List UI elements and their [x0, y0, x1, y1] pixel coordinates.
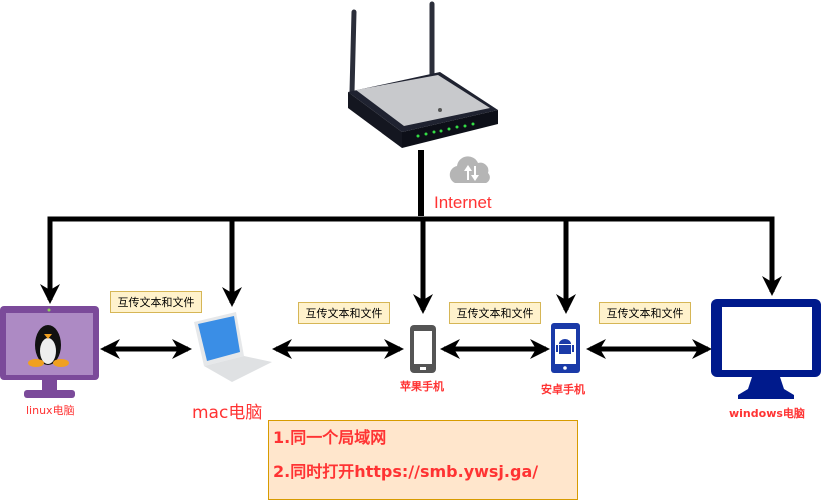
linux-label: linux电脑 [26, 404, 75, 417]
network-lines [40, 150, 782, 314]
note-line-2: 2.同时打开https://smb.ywsj.ga/ [273, 462, 539, 481]
windows-monitor-icon [711, 299, 821, 399]
share-label-4: 互传文本和文件 [599, 302, 691, 324]
requirements-note: 1.同一个局域网 2.同时打开https://smb.ywsj.ga/ [268, 420, 578, 500]
android-label: 安卓手机 [541, 383, 585, 396]
windows-label: windows电脑 [729, 407, 805, 420]
cloud-icon [449, 156, 490, 183]
note-line-1: 1.同一个局域网 [273, 428, 387, 447]
linux-monitor-icon [0, 306, 99, 398]
share-label-1: 互传文本和文件 [110, 291, 202, 313]
iphone-icon [410, 325, 436, 373]
mac-label: mac电脑 [192, 403, 263, 423]
android-phone-icon [551, 323, 580, 373]
iphone-label: 苹果手机 [400, 380, 444, 393]
share-label-3: 互传文本和文件 [449, 302, 541, 324]
share-label-2: 互传文本和文件 [298, 302, 390, 324]
laptop-icon [194, 312, 272, 382]
internet-label: Internet [434, 193, 492, 212]
router-icon [348, 1, 498, 148]
